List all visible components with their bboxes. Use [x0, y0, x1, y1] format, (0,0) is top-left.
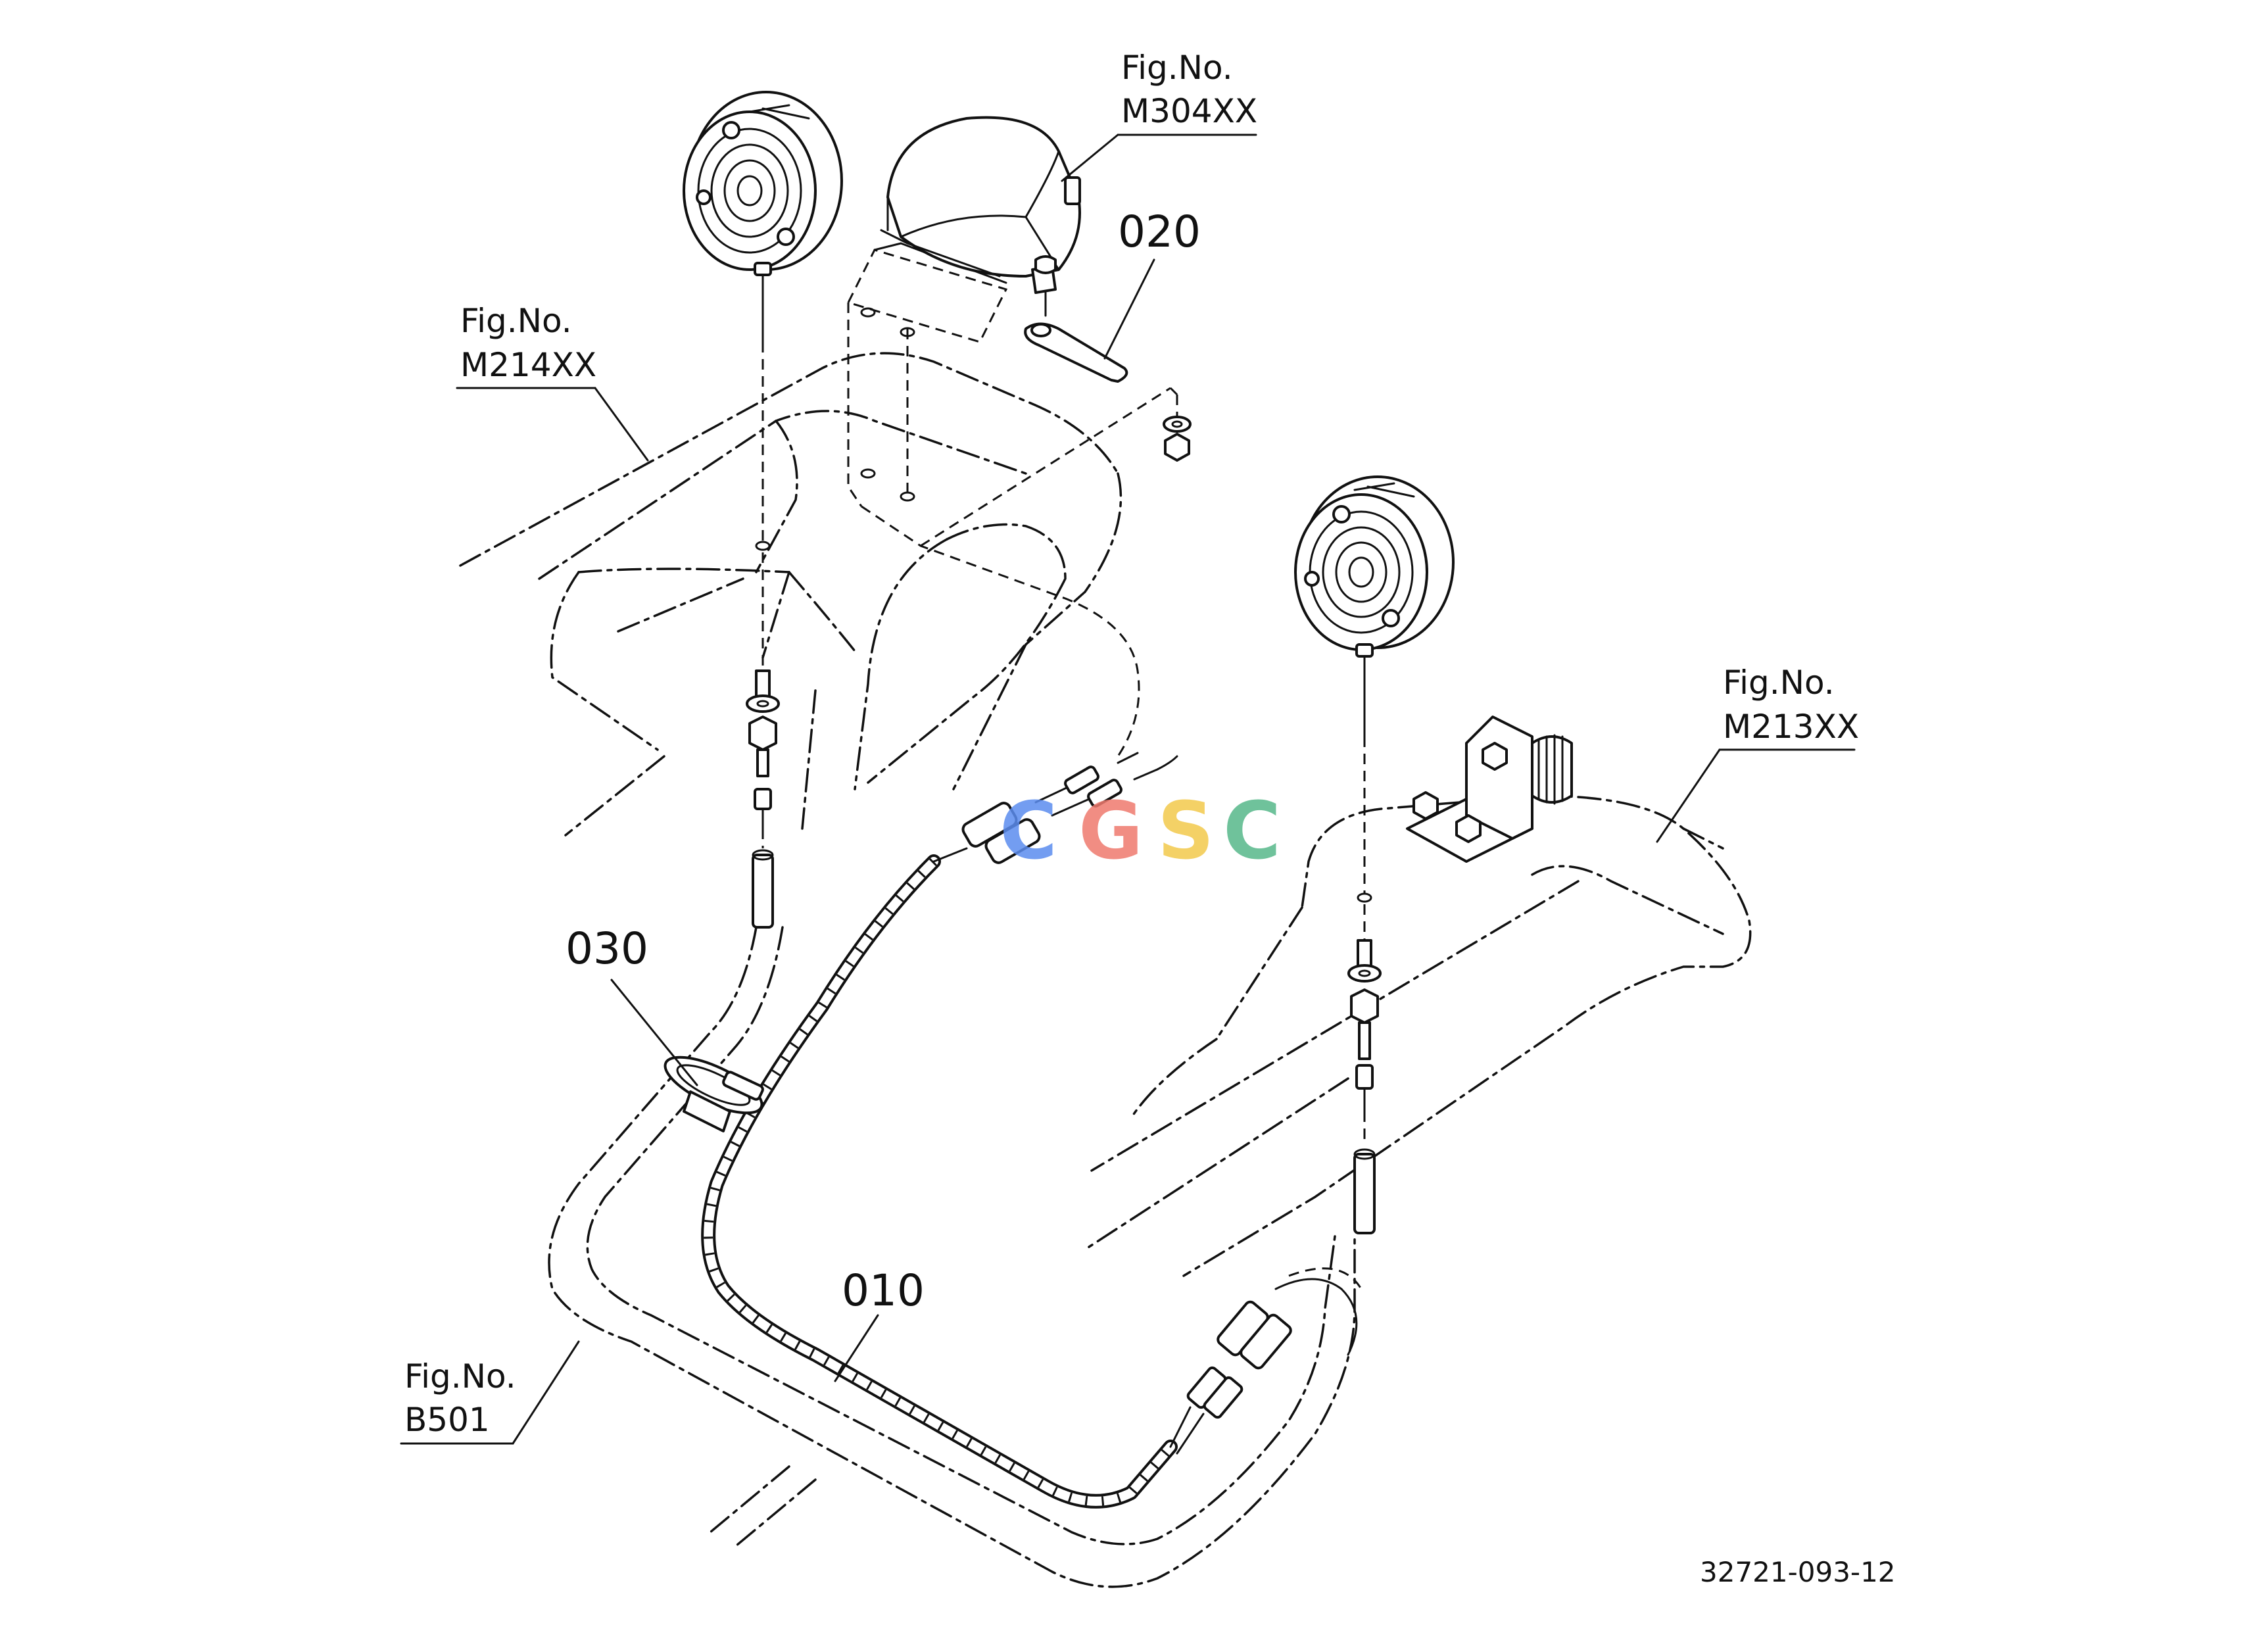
- right-work-light: [1294, 475, 1455, 940]
- left-light-bracket: [846, 242, 1178, 757]
- watermark-letter-1: C: [1000, 786, 1057, 877]
- left-light-hardware: [746, 669, 780, 929]
- fig-label-b501: Fig.No. B501: [404, 1357, 516, 1439]
- fig-label-m304-line1: Fig.No.: [1121, 49, 1233, 87]
- left-work-light: [683, 91, 843, 671]
- frame-outline: [548, 926, 1356, 1588]
- part-number-010: 010: [842, 1265, 925, 1316]
- fig-label-b501-line2: B501: [404, 1401, 490, 1439]
- fig-label-m213-line2: M213XX: [1723, 708, 1859, 746]
- watermark-letter-3: S: [1157, 786, 1214, 877]
- fig-label-m213-line1: Fig.No.: [1723, 664, 1835, 702]
- part-030-band: [664, 1056, 764, 1132]
- right-light-hardware: [1347, 939, 1382, 1234]
- right-fender-outline: [1084, 794, 1752, 1277]
- part-number-030: 030: [566, 923, 648, 974]
- nut-washer: [1163, 395, 1192, 462]
- part-010-harness: [701, 752, 1363, 1509]
- fig-label-m304: Fig.No. M304XX: [1121, 49, 1257, 130]
- fig-label-m214-line1: Fig.No.: [460, 302, 572, 340]
- drawing-code: 32721-093-12: [1700, 1556, 1896, 1588]
- fig-label-b501-line1: Fig.No.: [404, 1357, 516, 1395]
- right-light-bracket: [1406, 716, 1573, 863]
- fig-label-m214: Fig.No. M214XX: [460, 302, 596, 384]
- beacon-lamp: [880, 116, 1081, 278]
- leader-lines: [400, 133, 1856, 1445]
- part-number-020: 020: [1118, 206, 1201, 257]
- watermark-letter-4: C: [1223, 786, 1281, 877]
- seat-outline: [459, 352, 1122, 837]
- watermark-letter-2: G: [1078, 786, 1144, 877]
- fig-label-m213: Fig.No. M213XX: [1723, 664, 1859, 746]
- fig-label-m214-line2: M214XX: [460, 346, 596, 384]
- fig-label-m304-line2: M304XX: [1121, 92, 1257, 130]
- watermark-logo: C G S C: [1000, 786, 1281, 877]
- part-020-clamp: [1024, 255, 1128, 383]
